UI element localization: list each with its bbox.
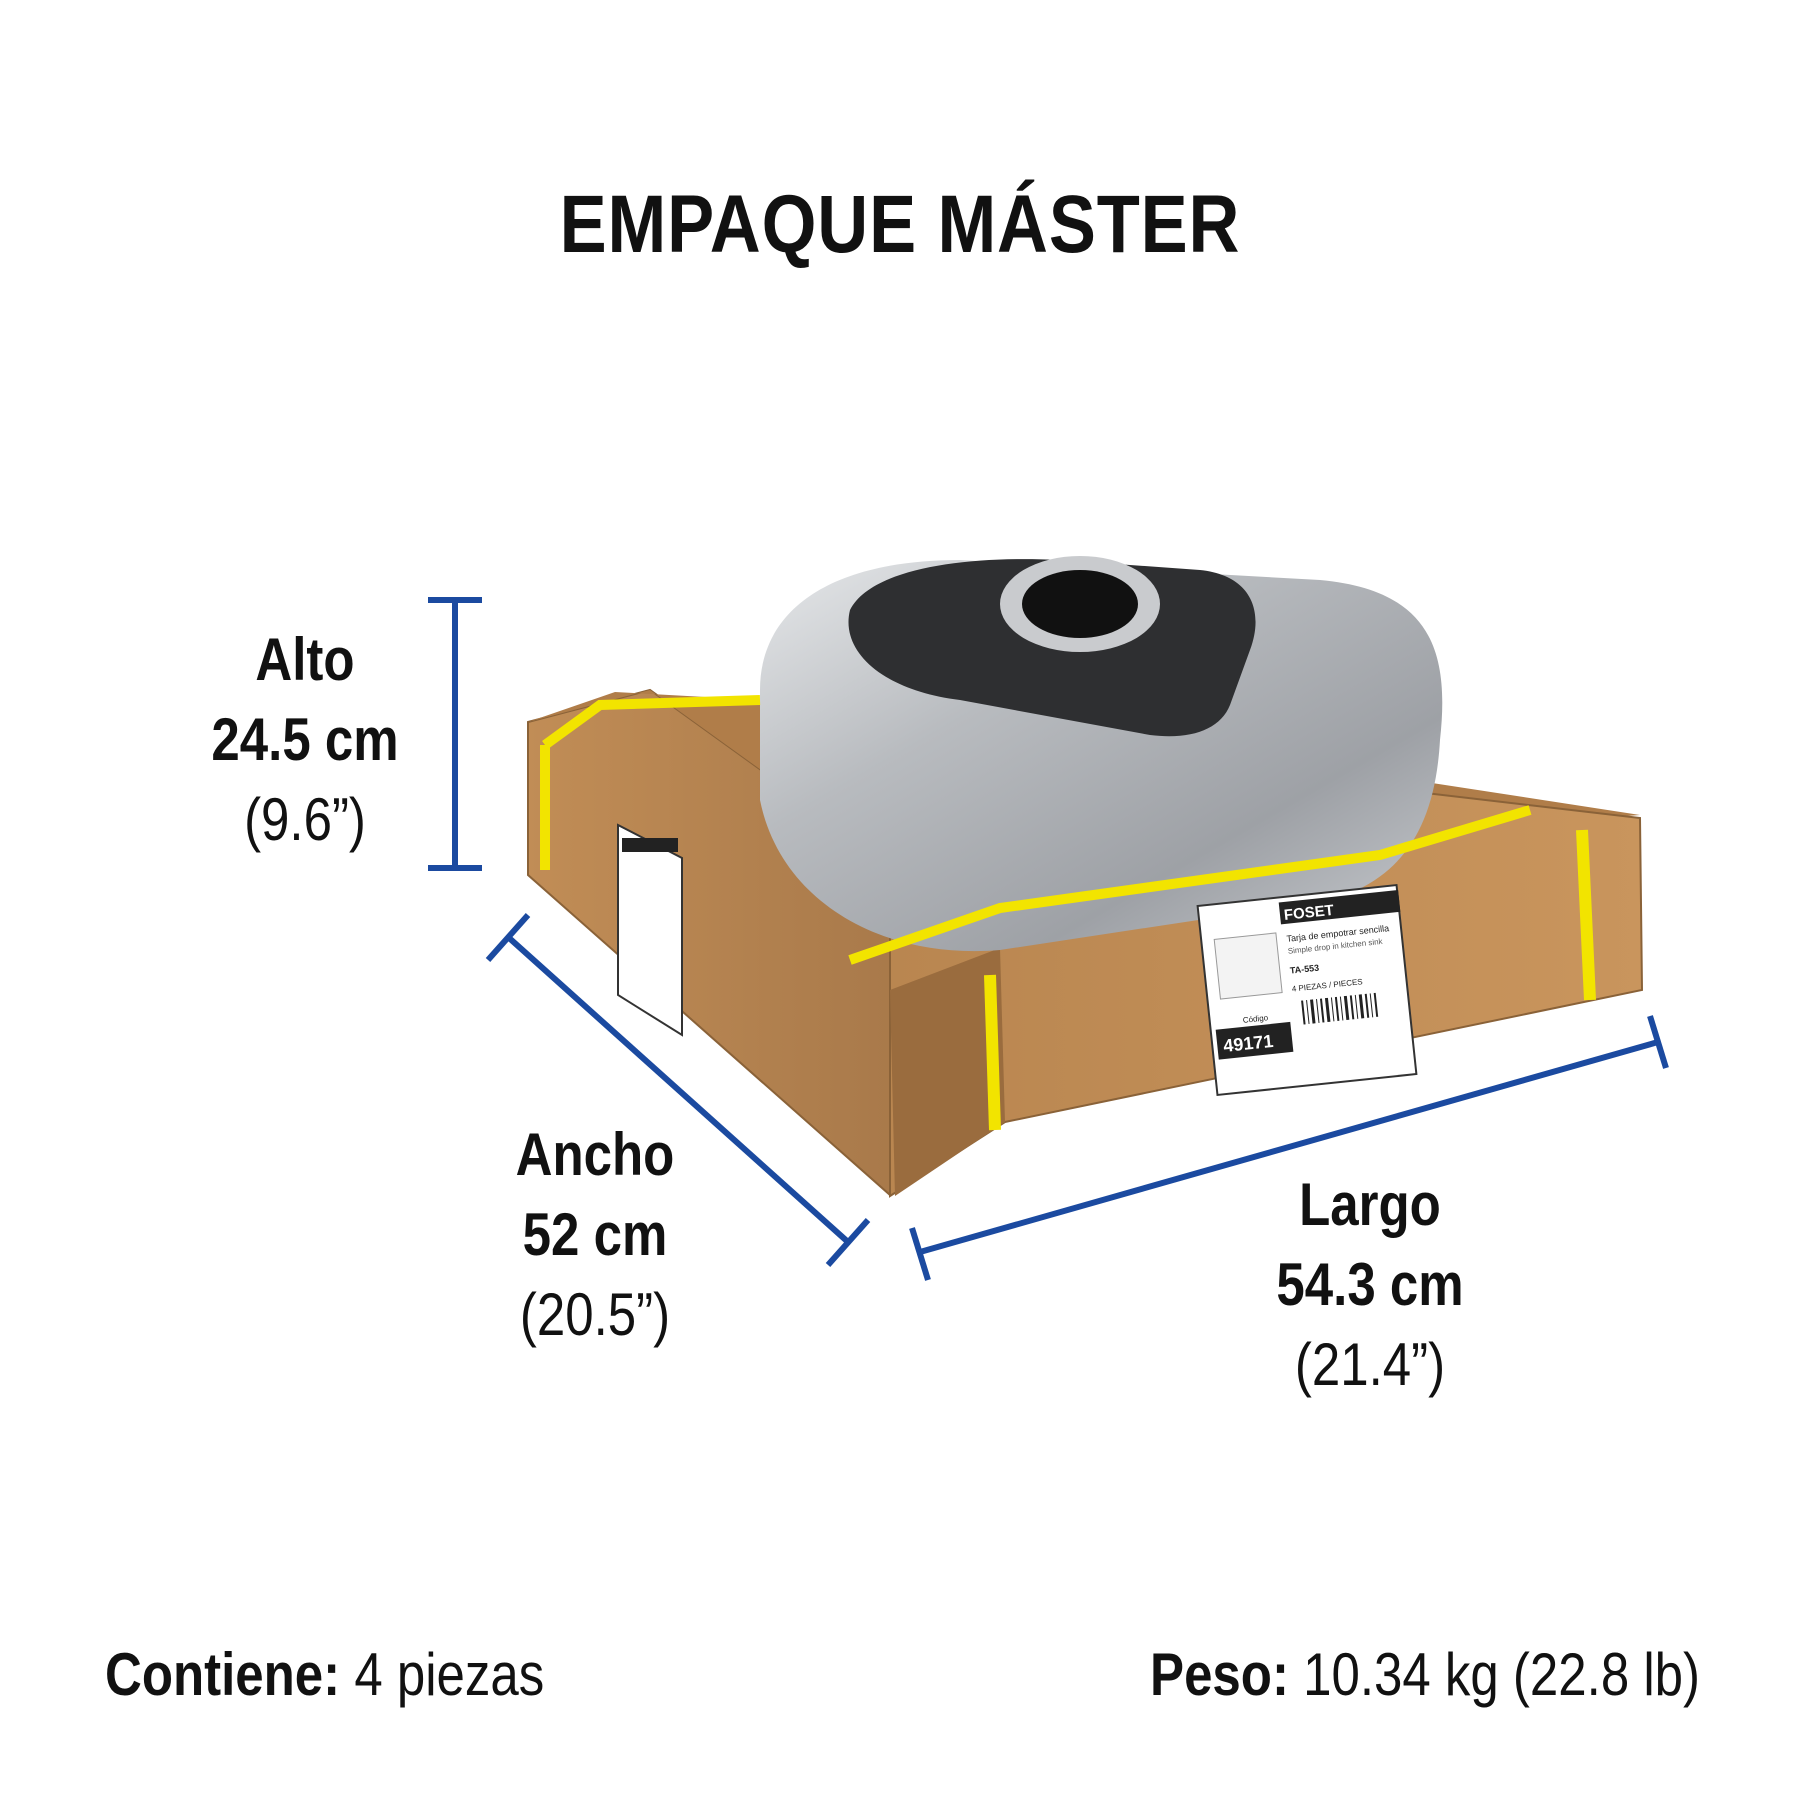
contents-value: 4 piezas bbox=[354, 1641, 545, 1708]
strap-front bbox=[848, 805, 1532, 965]
page-title: EMPAQUE MÁSTER bbox=[559, 179, 1241, 270]
ancho-imperial: (20.5”) bbox=[519, 1281, 671, 1348]
strap-right-vertical bbox=[1576, 829, 1596, 1001]
dimension-line-alto bbox=[428, 597, 482, 871]
dimension-line-ancho bbox=[485, 913, 871, 1267]
box-label-front-header bbox=[1278, 889, 1401, 925]
strap-left bbox=[542, 695, 761, 750]
largo-metric: 54.3 cm bbox=[1276, 1251, 1464, 1318]
box-label-left-header bbox=[622, 838, 678, 852]
box-label-front-code-bg bbox=[1215, 1021, 1294, 1060]
weight-label: Peso: bbox=[1150, 1641, 1289, 1708]
box-label-brand: FOSET bbox=[1283, 902, 1335, 924]
weight-value: 10.34 kg (22.8 lb) bbox=[1303, 1641, 1700, 1708]
ancho-metric: 52 cm bbox=[522, 1201, 668, 1268]
weight-info: Peso: 10.34 kg (22.8 lb) bbox=[1150, 1640, 1700, 1709]
box-label-codigo-label: Código bbox=[1242, 1013, 1269, 1025]
contents-info: Contiene: 4 piezas bbox=[105, 1640, 544, 1709]
contents-label: Contiene: bbox=[105, 1641, 341, 1708]
barcode bbox=[1301, 992, 1379, 1025]
box-label-left bbox=[617, 823, 683, 1037]
dimension-alto: Alto 24.5 cm (9.6”) bbox=[178, 620, 433, 860]
largo-label: Largo bbox=[1299, 1171, 1441, 1238]
dimension-line-largo bbox=[909, 1015, 1669, 1281]
alto-imperial: (9.6”) bbox=[244, 786, 366, 853]
largo-imperial: (21.4”) bbox=[1294, 1331, 1446, 1398]
dimension-ancho: Ancho 52 cm (20.5”) bbox=[468, 1115, 723, 1355]
strap-corner-vertical bbox=[984, 974, 1001, 1131]
drain-inner bbox=[1022, 570, 1138, 638]
box-label-front-image bbox=[1213, 932, 1283, 1000]
box-corner-flap bbox=[890, 948, 1005, 1196]
ancho-label: Ancho bbox=[515, 1121, 675, 1188]
box-label-clave: TA-553 bbox=[1289, 963, 1319, 976]
alto-label: Alto bbox=[255, 626, 355, 693]
alto-metric: 24.5 cm bbox=[211, 706, 399, 773]
dimension-largo: Largo 54.3 cm (21.4”) bbox=[1238, 1165, 1502, 1405]
